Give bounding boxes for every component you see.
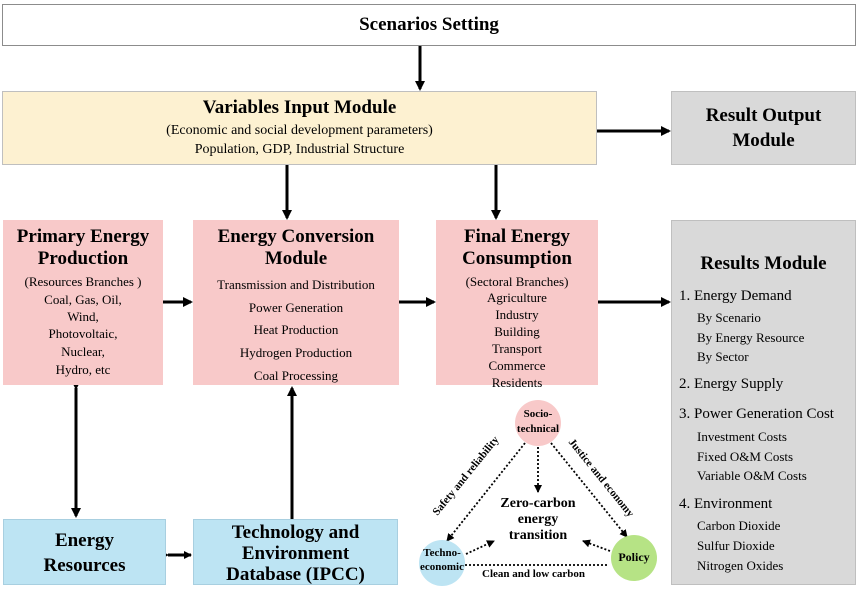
primary-energy-item: Coal, Gas, Oil, xyxy=(44,292,122,307)
results-item: Investment Costs xyxy=(697,429,787,444)
final-energy-item: Transport xyxy=(491,341,543,356)
variables-input-line2: Population, GDP, Industrial Structure xyxy=(194,142,405,157)
zero-carbon-label: Zero-carbon energy transition xyxy=(478,496,598,550)
energy-conversion-title1: Energy Conversion xyxy=(217,226,375,247)
results-heading: 1. Energy Demand xyxy=(679,288,792,304)
final-energy-title2: Consumption xyxy=(462,248,572,269)
final-energy-consumption: Final Energy Consumption (Sectoral Branc… xyxy=(436,220,598,390)
energy-conversion-module: Energy Conversion Module Transmission an… xyxy=(193,220,399,385)
primary-energy-production: Primary Energy Production (Resources Bra… xyxy=(3,220,163,385)
policy-label: Policy xyxy=(618,550,650,564)
techno-line2: economic xyxy=(420,561,464,573)
energy-conversion-item: Hydrogen Production xyxy=(239,345,353,360)
energy-conversion-item: Heat Production xyxy=(253,322,339,337)
socio-line2: technical xyxy=(516,423,560,435)
result-output-module: Result Output Module xyxy=(671,91,856,165)
scenarios-setting-title: Scenarios Setting xyxy=(359,14,499,35)
results-heading: 2. Energy Supply xyxy=(679,376,784,392)
final-energy-item: Building xyxy=(494,324,540,339)
primary-energy-item: Wind, xyxy=(67,309,99,324)
primary-energy-title1: Primary Energy xyxy=(16,226,150,247)
energy-conversion-item: Power Generation xyxy=(248,300,344,315)
results-item: Fixed O&M Costs xyxy=(697,449,794,464)
final-energy-item: Industry xyxy=(495,307,539,322)
edge-socio-policy xyxy=(550,442,628,538)
socio-line1: Socio- xyxy=(523,408,553,420)
final-energy-title1: Final Energy xyxy=(463,226,571,247)
variables-input-module: Variables Input Module (Economic and soc… xyxy=(2,91,597,165)
primary-energy-item: Hydro, etc xyxy=(55,362,111,377)
result-output-line1: Result Output xyxy=(705,105,822,126)
results-item: By Scenario xyxy=(697,310,761,325)
center-line1: Zero-carbon xyxy=(500,496,576,511)
variables-input-line1: (Economic and social development paramet… xyxy=(166,123,433,138)
final-energy-item: (Sectoral Branches) xyxy=(465,274,569,289)
primary-energy-item: Nuclear, xyxy=(61,344,105,359)
center-line2: energy xyxy=(517,512,559,527)
primary-energy-title2: Production xyxy=(37,248,129,269)
results-item: By Sector xyxy=(697,349,749,364)
energy-resources-line2: Resources xyxy=(43,555,126,576)
primary-energy-item: Photovoltaic, xyxy=(48,326,118,341)
results-item: Nitrogen Oxides xyxy=(697,558,784,573)
socio-technical-node: Socio- technical xyxy=(515,400,561,446)
results-item: By Energy Resource xyxy=(697,330,805,345)
results-item: Variable O&M Costs xyxy=(697,468,807,483)
arrow-techno-center xyxy=(465,540,495,555)
tech-db-line3: Database (IPCC) xyxy=(226,564,365,585)
results-heading: 4. Environment xyxy=(679,496,773,512)
results-item: Sulfur Dioxide xyxy=(697,538,775,553)
results-module-title: Results Module xyxy=(700,253,827,274)
scenarios-setting-box: Scenarios Setting xyxy=(2,4,856,46)
energy-conversion-item: Coal Processing xyxy=(253,368,339,383)
variables-input-title: Variables Input Module xyxy=(202,97,397,118)
center-line3: transition xyxy=(508,528,568,543)
energy-resources-line1: Energy xyxy=(54,530,115,551)
energy-conversion-title2: Module xyxy=(264,248,328,269)
energy-conversion-item: Transmission and Distribution xyxy=(217,277,375,292)
final-energy-item: Commerce xyxy=(488,358,546,373)
policy-node: Policy xyxy=(611,535,657,581)
result-output-line2: Module xyxy=(732,130,795,151)
tech-db-line2: Environment xyxy=(241,543,350,564)
edge-label-clean: Clean and low carbon xyxy=(482,568,585,580)
results-module: Results Module 1. Energy Demand By Scena… xyxy=(671,220,856,585)
edge-socio-techno xyxy=(446,442,526,542)
arrow-policy-center xyxy=(582,539,611,552)
primary-energy-item: (Resources Branches ) xyxy=(24,274,142,289)
tech-db-line1: Technology and xyxy=(231,522,360,543)
techno-line1: Techno- xyxy=(423,547,461,559)
techno-economic-node: Techno- economic xyxy=(419,540,465,586)
final-energy-item: Residents xyxy=(491,375,543,390)
final-energy-item: Agriculture xyxy=(487,290,547,305)
results-heading: 3. Power Generation Cost xyxy=(679,406,834,422)
technology-environment-database: Technology and Environment Database (IPC… xyxy=(193,519,398,585)
energy-resources-box: Energy Resources xyxy=(3,519,166,585)
results-item: Carbon Dioxide xyxy=(697,518,781,533)
